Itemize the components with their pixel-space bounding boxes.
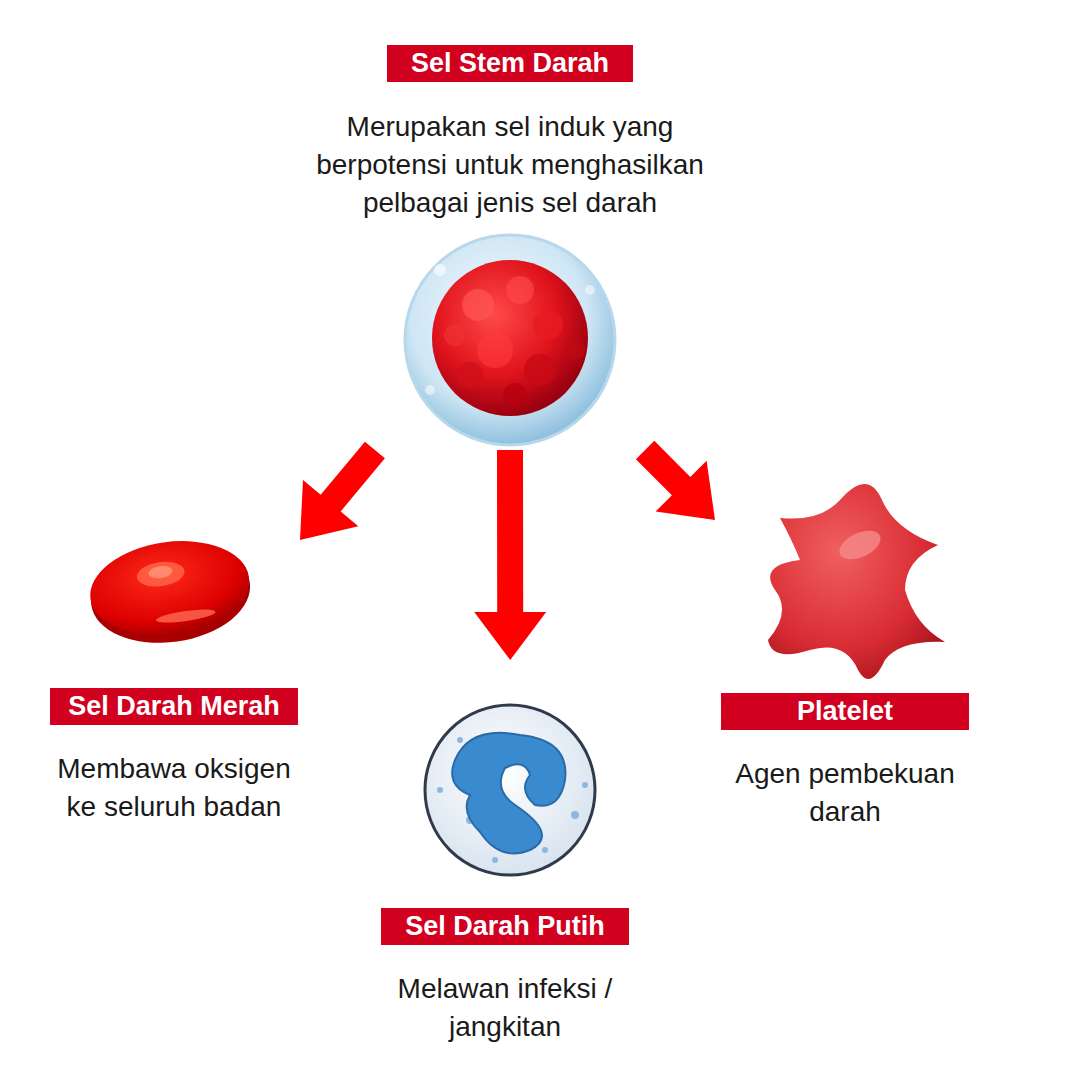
cell-node: Sel Darah MerahMembawa oksigen ke seluru… (40, 540, 308, 830)
cell-heading: Sel Stem Darah (387, 45, 633, 82)
red-arrow (474, 450, 546, 660)
red-blood-cell-picture (84, 531, 256, 652)
cell-description: Melawan infeksi / jangkitan (375, 970, 635, 1046)
stem-cell-picture (405, 235, 615, 445)
cell-node: Sel Darah PutihMelawan infeksi / jangkit… (375, 660, 635, 1050)
cell-description: Agen pembekuan darah (720, 755, 970, 831)
red-arrow (636, 441, 715, 520)
cell-heading: Sel Darah Putih (381, 908, 629, 945)
cell-description: Membawa oksigen ke seluruh badan (44, 750, 304, 826)
white-blood-cell-picture (425, 705, 595, 875)
cell-heading: Platelet (721, 693, 969, 730)
red-arrow (300, 442, 385, 540)
cell-node: Sel Stem DarahMerupakan sel induk yang b… (290, 40, 730, 450)
platelet-picture (768, 484, 945, 679)
cell-heading: Sel Darah Merah (50, 688, 298, 725)
cell-description: Merupakan sel induk yang berpotensi untu… (290, 108, 730, 222)
cell-node: PlateletAgen pembekuan darah (715, 480, 975, 835)
